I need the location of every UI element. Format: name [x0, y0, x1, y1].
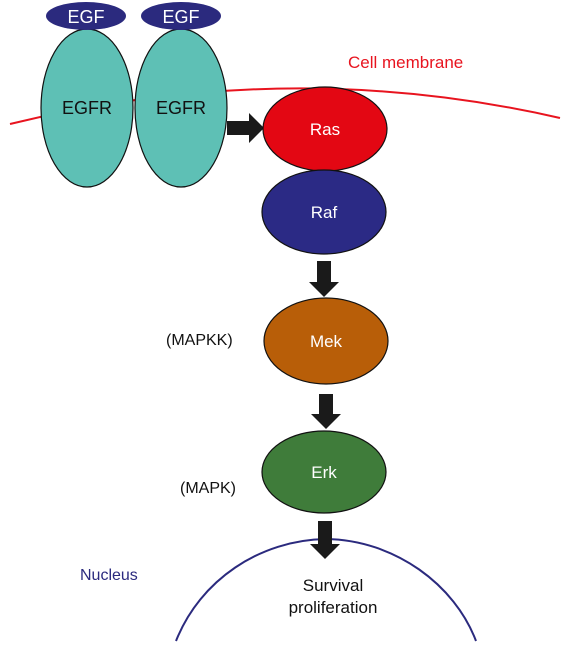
raf-label: Raf [311, 203, 338, 222]
egf-label-right: EGF [162, 7, 199, 27]
arrow-erk-to-nucleus [310, 521, 340, 559]
mek-label: Mek [310, 332, 343, 351]
egfr-label-right: EGFR [156, 98, 206, 118]
erk-label: Erk [311, 463, 337, 482]
outcome-survival-label: Survival [303, 576, 363, 595]
egf-ligand-right [141, 2, 221, 30]
nucleus-label: Nucleus [80, 567, 138, 584]
ras-label: Ras [310, 120, 340, 139]
arrow-mek-to-erk [311, 394, 341, 429]
egf-ligand-left [46, 2, 126, 30]
egfr-label-left: EGFR [62, 98, 112, 118]
outcome-proliferation-label: proliferation [289, 598, 378, 617]
arrow-egfr-to-ras [227, 113, 264, 143]
egf-label-left: EGF [67, 7, 104, 27]
mek-node [263, 297, 389, 385]
mapk-annotation: (MAPK) [180, 480, 236, 497]
raf-node [261, 169, 387, 255]
mapkk-annotation: (MAPKK) [166, 332, 233, 349]
cell-membrane-label: Cell membrane [348, 53, 463, 72]
erk-node [261, 430, 387, 514]
arrow-raf-to-mek [309, 261, 339, 297]
